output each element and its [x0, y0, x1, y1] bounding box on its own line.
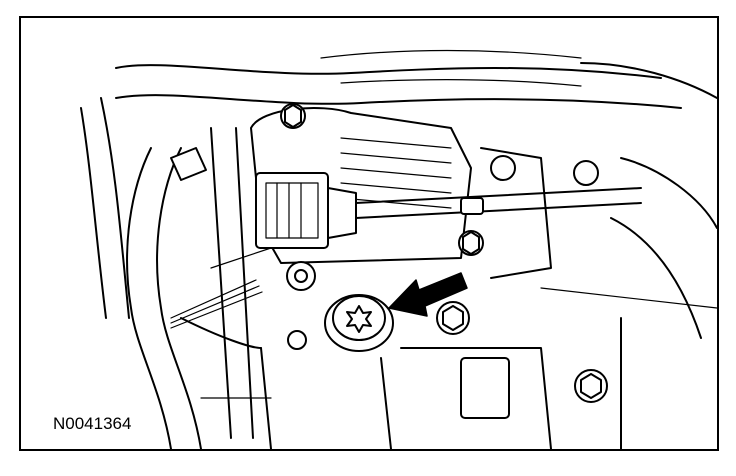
- right-bracket: [480, 147, 717, 339]
- left-bracket: [210, 127, 272, 439]
- lower-structure: [180, 317, 622, 449]
- housing-bolt-top: [280, 103, 306, 129]
- upper-hose-lines: [115, 49, 717, 109]
- hose-clamp: [170, 147, 207, 181]
- illustration-frame: N0041364: [19, 16, 719, 451]
- left-hose: [80, 97, 207, 449]
- torx-bolt: [324, 294, 394, 352]
- engine-bay-line-drawing: [80, 49, 717, 449]
- figure-id-label: N0041364: [51, 414, 134, 434]
- housing-bolt-right: [458, 230, 484, 256]
- lower-bolts: [286, 261, 608, 403]
- wire-leads: [170, 279, 263, 329]
- shift-rod: [355, 187, 642, 219]
- electrical-connector: [255, 172, 357, 249]
- callout-arrow: [388, 272, 468, 317]
